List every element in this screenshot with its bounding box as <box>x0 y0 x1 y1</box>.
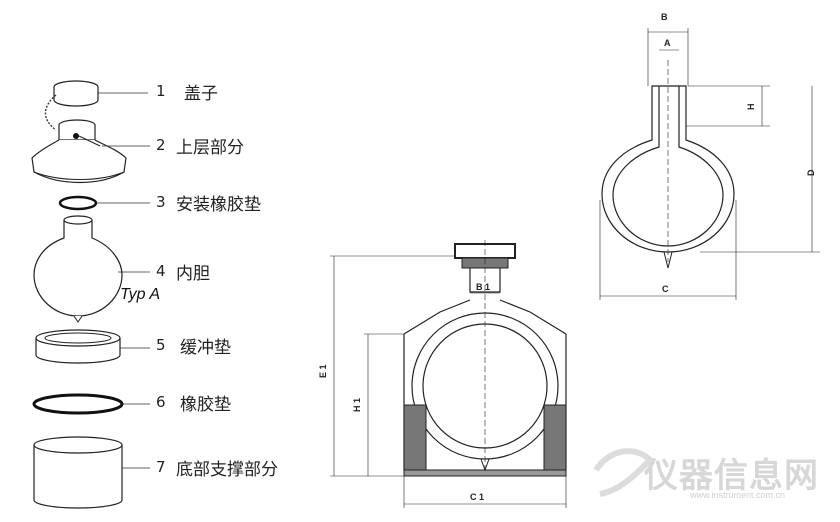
watermark-text: 仪器信息网 <box>644 456 819 496</box>
part-number-4: 4 <box>156 262 166 280</box>
dim-label-C1: C 1 <box>470 492 484 502</box>
drawing-bottom-middle <box>330 240 567 508</box>
part-label-lid: 盖子 <box>184 84 218 104</box>
dim-label-C: C <box>662 284 669 294</box>
part-number-2: 2 <box>156 136 166 154</box>
part-label-upper: 上层部分 <box>176 138 244 158</box>
dim-label-D: D <box>806 169 816 176</box>
part-cushion <box>35 329 121 364</box>
part-number-3: 3 <box>156 193 166 211</box>
part-number-7: 7 <box>156 458 166 476</box>
dim-label-H1: H 1 <box>352 398 362 412</box>
part-number-5: 5 <box>156 336 166 354</box>
part-number-1: 1 <box>156 82 166 100</box>
watermark-logo-icon <box>593 448 655 497</box>
dim-label-A: A <box>664 38 671 48</box>
type-label: Typ A <box>120 286 161 303</box>
part-label-base: 底部支撑部分 <box>176 460 278 480</box>
watermark-url: www.instrument.com.cn <box>690 490 786 500</box>
part-label-inner-vessel: 内胆 <box>176 264 210 284</box>
part-label-cushion: 缓冲垫 <box>180 338 231 358</box>
part-mount-gasket <box>58 195 98 211</box>
part-upper <box>31 119 127 184</box>
dim-label-H: H <box>746 104 756 111</box>
dim-label-E1: E 1 <box>318 364 328 378</box>
dim-label-B: B <box>661 12 668 22</box>
part-lid <box>44 80 99 131</box>
part-base <box>33 436 123 509</box>
part-label-rubber-gasket: 橡胶垫 <box>180 395 231 415</box>
part-inner-vessel <box>33 215 123 323</box>
part-number-6: 6 <box>156 393 166 411</box>
dim-label-B1: B 1 <box>476 282 490 292</box>
part-rubber-gasket <box>32 393 124 415</box>
part-label-mount-gasket: 安装橡胶垫 <box>176 195 261 215</box>
drawing-top-right <box>599 28 820 300</box>
